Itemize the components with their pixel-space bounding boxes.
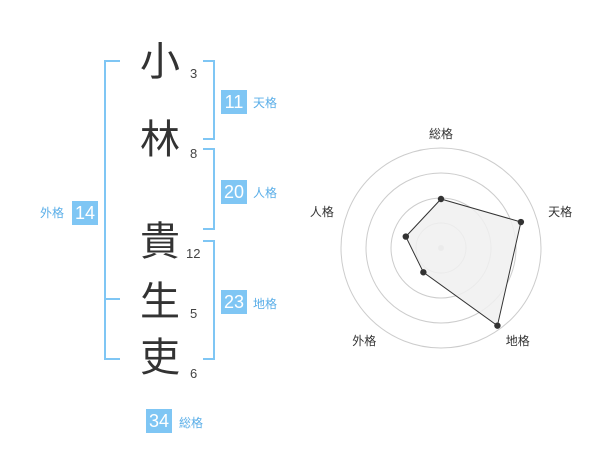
- gaikaku-value: 14: [72, 201, 98, 225]
- tenkaku-bracket-vertical: [213, 60, 215, 140]
- radar-ring-4: [340, 147, 542, 349]
- tenkaku-bracket-bottom: [203, 138, 215, 140]
- kanji-4: 生: [140, 279, 180, 325]
- kanji-3: 貴: [140, 219, 180, 265]
- kanji-1: 小: [140, 39, 180, 85]
- stroke-count-4: 5: [190, 306, 198, 321]
- jinkaku-label: 人格: [253, 186, 278, 200]
- gaikaku-bracket-bottom: [104, 358, 120, 360]
- stroke-count-1: 3: [190, 66, 198, 81]
- radar-point-1: [517, 218, 525, 226]
- tenkaku-value: 11: [221, 90, 247, 114]
- radar-point-2: [494, 322, 501, 329]
- chikaku-value: 23: [221, 290, 247, 314]
- tenkaku-bracket-top: [203, 60, 215, 62]
- radar-point-4: [402, 233, 410, 240]
- radar-axis-label-0: 総格: [429, 126, 453, 141]
- chikaku-bracket-bottom: [203, 358, 215, 360]
- jinkaku-value: 20: [221, 180, 247, 204]
- stroke-count-3: 12: [186, 246, 201, 261]
- jinkaku-bracket-vertical: [213, 148, 215, 230]
- radar-axis-label-2: 地格: [506, 333, 530, 348]
- radar-area: [405, 198, 522, 327]
- stroke-count-2: 8: [190, 146, 198, 161]
- soukaku-value: 34: [146, 409, 172, 433]
- gaikaku-bracket-vertical: [104, 60, 106, 360]
- radar-point-3: [420, 269, 427, 276]
- radar-axis-label-4: 人格: [310, 204, 334, 219]
- radar-ring-3: [365, 172, 517, 324]
- radar-axis-label-3: 外格: [352, 333, 376, 348]
- kanji-2: 林: [140, 117, 180, 163]
- jinkaku-bracket-top: [203, 148, 215, 150]
- soukaku-label: 総格: [179, 416, 204, 430]
- tenkaku-label: 天格: [253, 96, 278, 110]
- radar-point-0: [437, 195, 445, 203]
- gaikaku-label: 外格: [40, 206, 65, 220]
- chikaku-bracket-vertical: [213, 240, 215, 360]
- chikaku-bracket-top: [203, 240, 215, 242]
- radar-axis-label-1: 天格: [548, 204, 572, 219]
- stroke-count-5: 6: [190, 366, 198, 381]
- gaikaku-bracket-mid: [104, 298, 120, 300]
- gaikaku-bracket-top: [104, 60, 120, 62]
- chikaku-label: 地格: [253, 297, 278, 311]
- jinkaku-bracket-bottom: [203, 228, 215, 230]
- kanji-5: 吏: [140, 335, 180, 381]
